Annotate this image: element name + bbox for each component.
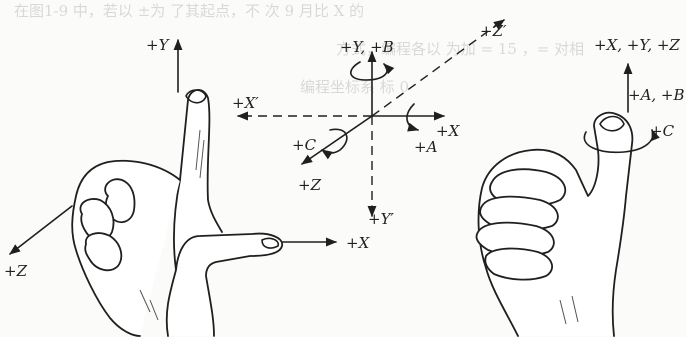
right-label-xyz: +X, +Y, +Z xyxy=(594,36,680,54)
right-hand-finger-2 xyxy=(479,195,559,231)
bleed-line-2: 方式，编程各以 为加 = 15 ，= 对相 xyxy=(336,40,584,58)
right-hand-finger-4 xyxy=(484,247,553,281)
center-label-x: +X xyxy=(436,122,461,140)
center-label-x-prime: +X′ xyxy=(232,94,259,112)
bleed-line-3: 编程坐标系 标 0 xyxy=(300,78,409,96)
right-hand-group: +X, +Y, +Z +A, +B +C xyxy=(475,36,685,337)
center-label-z: +Z xyxy=(298,176,322,194)
left-thumb-nail xyxy=(261,237,280,249)
center-rotation-c-arrow xyxy=(321,128,348,160)
center-label-c: +C xyxy=(292,136,317,154)
right-label-ab: +A, +B xyxy=(628,86,685,104)
left-label-z: +Z xyxy=(4,262,28,280)
center-rotation-b-arrow xyxy=(350,61,395,81)
center-z-axis xyxy=(301,115,373,165)
left-hand-outline xyxy=(165,89,283,337)
left-index-nail xyxy=(185,89,207,104)
left-label-y: +Y xyxy=(146,36,171,54)
center-label-y-prime: +Y′ xyxy=(368,210,394,228)
left-label-x: +X xyxy=(346,234,371,252)
center-z-prime-axis xyxy=(371,23,499,117)
center-label-z-prime: +Z′ xyxy=(480,22,507,40)
left-hand-finger-2 xyxy=(79,198,115,242)
center-z-prime-arrowhead xyxy=(493,19,505,30)
right-thumb-nail xyxy=(599,115,625,132)
center-label-y-b: +Y, +B xyxy=(340,38,394,56)
right-rotation-c-arrow xyxy=(583,128,660,154)
left-z-axis-arrow xyxy=(9,205,73,255)
left-hand-group: +Y +X +Z xyxy=(4,36,371,337)
bleed-line-1: 在图1-9 中，若以 ±为 了其起点，不 次 9 月比 X 的 xyxy=(14,2,364,20)
background-bleed-text: 在图1-9 中，若以 ±为 了其起点，不 次 9 月比 X 的 方式，编程各以 … xyxy=(14,2,584,96)
left-hand-finger-3 xyxy=(84,232,123,272)
right-label-c: +C xyxy=(650,122,675,140)
center-label-a: +A xyxy=(414,138,438,156)
center-axes-group: +Y, +B +Z′ +X′ +C +Z +X +A +Y′ xyxy=(232,19,507,228)
right-hand-shading xyxy=(559,295,579,325)
center-rotation-a-arrow xyxy=(406,103,420,132)
right-hand-finger-3 xyxy=(475,221,555,257)
left-hand-shading xyxy=(139,129,205,321)
